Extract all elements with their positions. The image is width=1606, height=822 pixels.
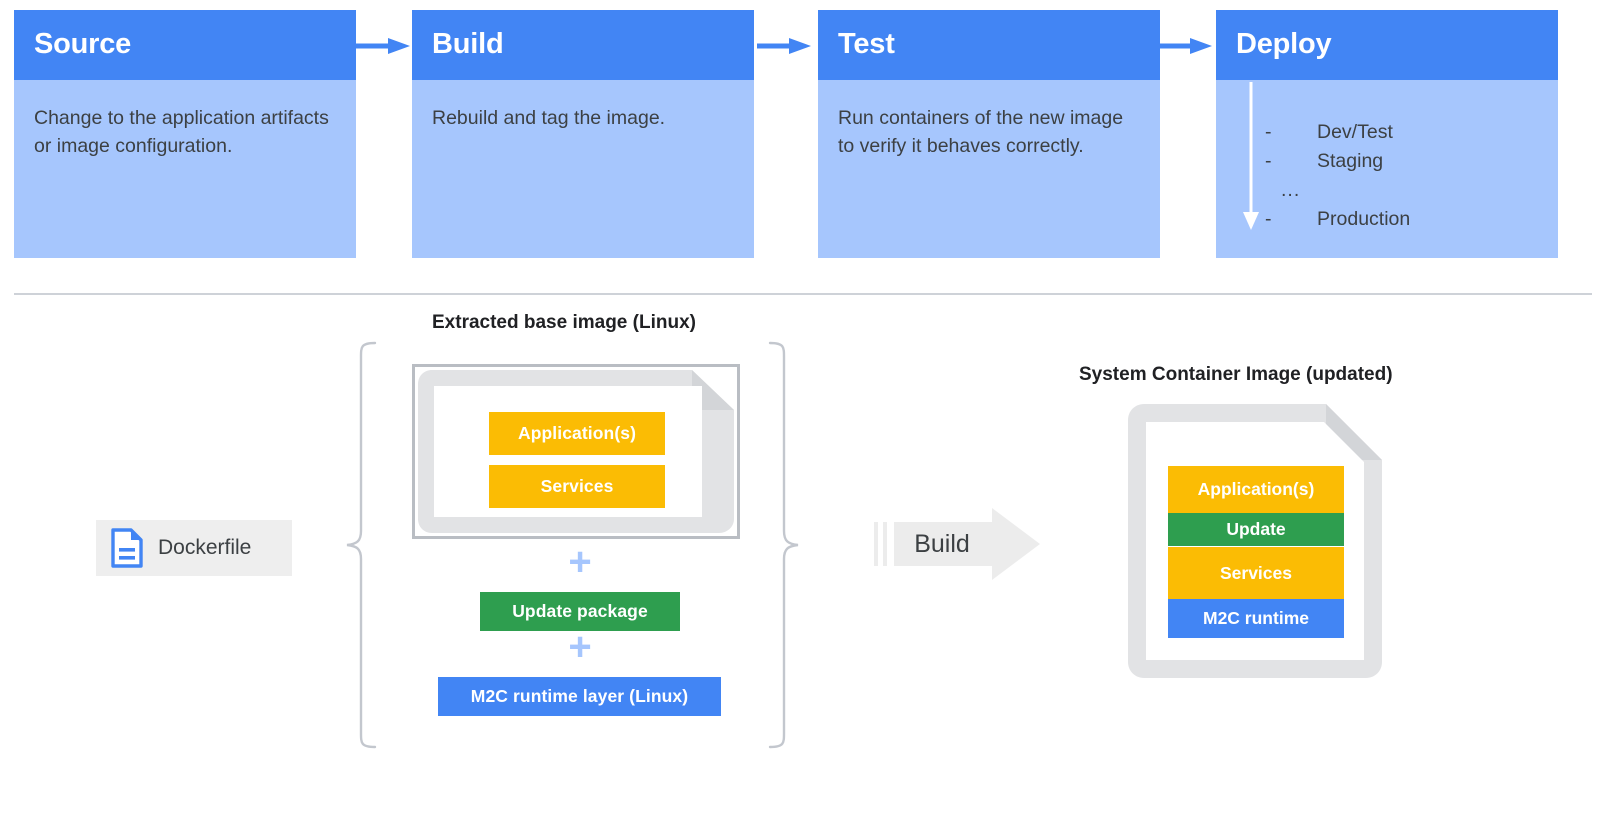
stage-header-test: Test: [818, 10, 1160, 80]
plus-sign-2: +: [568, 625, 592, 669]
brace-left: [345, 341, 377, 756]
result-layer-m2c-runtime: M2C runtime: [1168, 599, 1344, 638]
dockerfile-label: Dockerfile: [158, 536, 252, 559]
pipeline-arrow-source-to-build: [356, 36, 412, 56]
deploy-list-item: - Staging: [1265, 147, 1535, 176]
deploy-list-label-dev-test: Dev/Test: [1317, 121, 1393, 143]
stage-title-test: Test: [838, 28, 895, 60]
result-layer-applications: Application(s): [1168, 466, 1344, 513]
result-layer-update: Update: [1168, 513, 1344, 546]
brace-right: [768, 341, 800, 756]
pipeline-stage-build: Build Rebuild and tag the image.: [412, 10, 754, 258]
base-layer-applications: Application(s): [489, 412, 665, 455]
deploy-progression-arrow: [1240, 82, 1264, 237]
caption-system-container-image: System Container Image (updated): [1079, 364, 1393, 385]
arrow-right-icon: [1158, 38, 1212, 54]
image-build-diagram: Extracted base image (Linux) System Cont…: [0, 294, 1606, 822]
dockerfile-icon: [111, 528, 143, 568]
arrow-right-icon: [757, 38, 811, 54]
dockerfile-chip[interactable]: Dockerfile: [96, 520, 292, 576]
result-layer-services: Services: [1168, 547, 1344, 599]
deploy-list-dash: -: [1265, 121, 1272, 143]
deploy-list-dash: -: [1265, 150, 1272, 172]
stage-title-build: Build: [432, 28, 504, 60]
arrow-right-icon: [874, 508, 1040, 580]
added-layer-update-package: Update package: [480, 592, 680, 631]
cicd-pipeline: Source Change to the application artifac…: [0, 0, 1606, 270]
deploy-list-item: - Production: [1265, 205, 1535, 234]
base-layer-services: Services: [489, 465, 665, 508]
build-arrow-shape: [874, 508, 1040, 585]
stage-body-test: Run containers of the new image to verif…: [838, 107, 1124, 157]
deploy-list-label-staging: Staging: [1317, 150, 1384, 172]
pipeline-stage-deploy: Deploy: [1216, 10, 1558, 258]
curly-brace-icon: [346, 341, 377, 749]
stage-header-source: Source: [14, 10, 356, 80]
pipeline-stage-test: Test Run containers of the new image to …: [818, 10, 1160, 258]
pipeline-stage-source: Source Change to the application artifac…: [14, 10, 356, 258]
deploy-list-label-production: Production: [1317, 208, 1411, 230]
stage-header-build: Build: [412, 10, 754, 80]
caption-extracted-base-image: Extracted base image (Linux): [432, 312, 696, 333]
stage-title-deploy: Deploy: [1236, 28, 1332, 60]
deploy-environment-list: - Dev/Test - Staging ... - Production: [1265, 118, 1535, 234]
section-divider: [14, 293, 1592, 295]
plus-sign-1: +: [568, 540, 592, 584]
stage-header-deploy: Deploy: [1216, 10, 1558, 80]
deploy-list-ellipsis: ...: [1281, 179, 1301, 201]
deploy-list-dash: -: [1265, 208, 1272, 230]
arrow-down-icon: [1243, 82, 1259, 230]
stage-title-source: Source: [34, 28, 132, 60]
added-layer-m2c-runtime: M2C runtime layer (Linux): [438, 677, 721, 716]
pipeline-arrow-test-to-deploy: [1158, 36, 1214, 56]
stage-body-build: Rebuild and tag the image.: [432, 107, 666, 129]
arrow-right-icon: [356, 38, 410, 54]
pipeline-arrow-build-to-test: [757, 36, 813, 56]
curly-brace-icon: [768, 341, 799, 749]
deploy-list-item: - Dev/Test: [1265, 118, 1535, 147]
stage-body-source: Change to the application artifacts or i…: [34, 107, 329, 157]
